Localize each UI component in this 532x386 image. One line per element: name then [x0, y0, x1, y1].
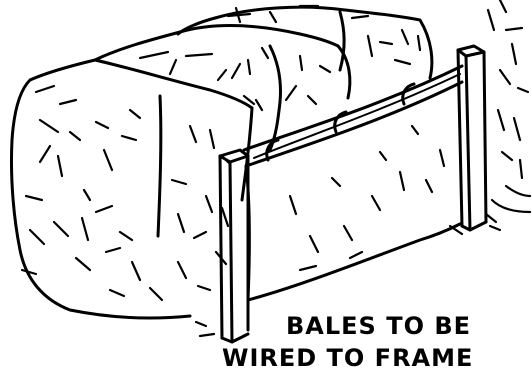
- caption-line-2: WIRED TO FRAME: [222, 346, 473, 370]
- caption-line-1: BALES TO BE: [286, 314, 471, 338]
- frame-panel: [246, 126, 460, 300]
- frame-rear-post: [458, 46, 486, 230]
- back-hay-bale: [178, 6, 432, 78]
- middle-hay-bale: [95, 25, 350, 150]
- right-bale-fragment: [488, 0, 530, 212]
- front-hay-bale: [11, 60, 252, 318]
